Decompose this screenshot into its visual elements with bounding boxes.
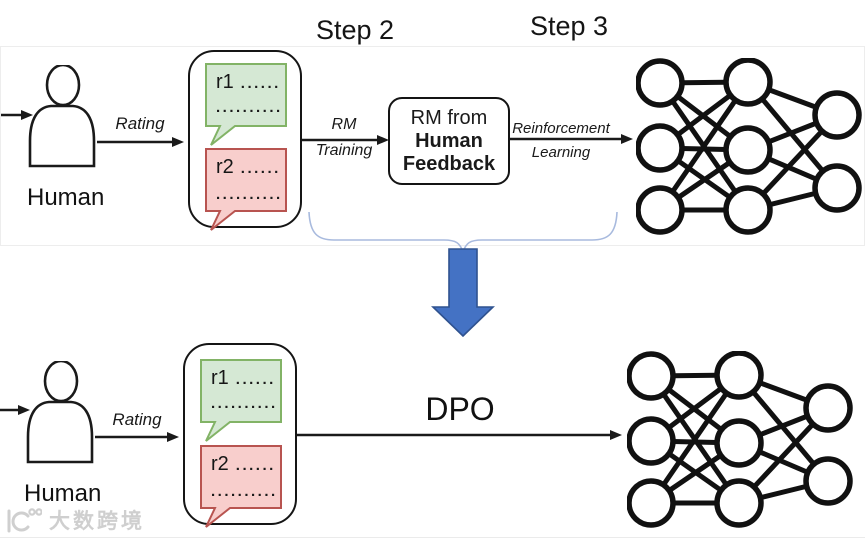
r2-dots-line2-bottom-wrap: .......... (211, 483, 278, 500)
rating-label-bottom: Rating (112, 410, 162, 429)
r2-label-bottom: r2 (211, 453, 229, 475)
span-brace (308, 211, 618, 255)
reinforcement-label-line1: Reinforcement (512, 120, 610, 137)
r2-dots-bottom: ...... (235, 457, 276, 474)
neural-network-bottom (627, 351, 853, 528)
human-label-bottom: Human (24, 480, 102, 507)
r1-label-bottom: r1 (211, 367, 229, 389)
watermark: 大数跨境 (6, 505, 145, 535)
watermark-logo-icon (7, 508, 42, 533)
r2-label: r2 (216, 156, 234, 178)
response-pair-top: r1 ...... .......... r2 ...... .........… (188, 50, 302, 231)
bottom-screenshot-border (0, 537, 865, 538)
r2-dots-line2: .......... (216, 186, 283, 203)
rm-box-line2: Human (415, 129, 483, 152)
rlhf-to-dpo-arrow (431, 248, 495, 338)
dpo-label: DPO (425, 391, 495, 427)
rm-training-label-line2: Training (315, 142, 373, 159)
r2-text-line-bottom: r2 ...... (211, 453, 276, 476)
r1-text-line-bottom: r1 ...... (211, 367, 276, 390)
r1-text-line: r1 ...... (216, 71, 281, 94)
rating-label-top: Rating (115, 114, 165, 133)
step2-label: Step 2 (315, 15, 395, 45)
step3-label: Step 3 (529, 11, 609, 41)
r1-dots-line2-bottom: .......... (211, 395, 278, 412)
r2-dots: ...... (240, 160, 281, 177)
r1-label: r1 (216, 71, 234, 93)
r2-text-line: r2 ...... (216, 156, 281, 179)
human-label-top: Human (27, 184, 105, 211)
human-figure-bottom (26, 361, 94, 464)
human-figure-top (28, 65, 96, 168)
input-arrow-top (1, 110, 33, 120)
rating-arrow-bottom (95, 432, 179, 442)
input-arrow-bottom (0, 405, 30, 415)
r2-dots-line2-bottom: .......... (211, 483, 278, 500)
rm-box-line1: RM from (410, 106, 488, 129)
r1-dots: ...... (240, 75, 281, 92)
r1-dots-line2: .......... (216, 99, 283, 116)
reward-model-box: RM from Human Feedback (388, 97, 510, 185)
reinforcement-label-line2: Learning (531, 144, 591, 161)
r2-dots-line2-wrap: .......... (216, 186, 283, 203)
response-pair-bottom: r1 ...... .......... r2 ...... .........… (183, 343, 297, 528)
r1-dots-line2-wrap: .......... (216, 99, 283, 116)
r1-dots-bottom: ...... (235, 371, 276, 388)
reinforcement-learning-arrow (510, 134, 633, 144)
rm-training-label-line1: RM (331, 116, 357, 133)
dpo-arrow (297, 430, 622, 440)
rm-box-line3: Feedback (402, 152, 496, 175)
watermark-text: 大数跨境 (49, 510, 145, 533)
r1-dots-line2-bottom-wrap: .......... (211, 395, 278, 412)
rating-arrow-top (97, 137, 184, 147)
neural-network-top (636, 58, 862, 235)
rm-training-arrow (302, 135, 389, 145)
